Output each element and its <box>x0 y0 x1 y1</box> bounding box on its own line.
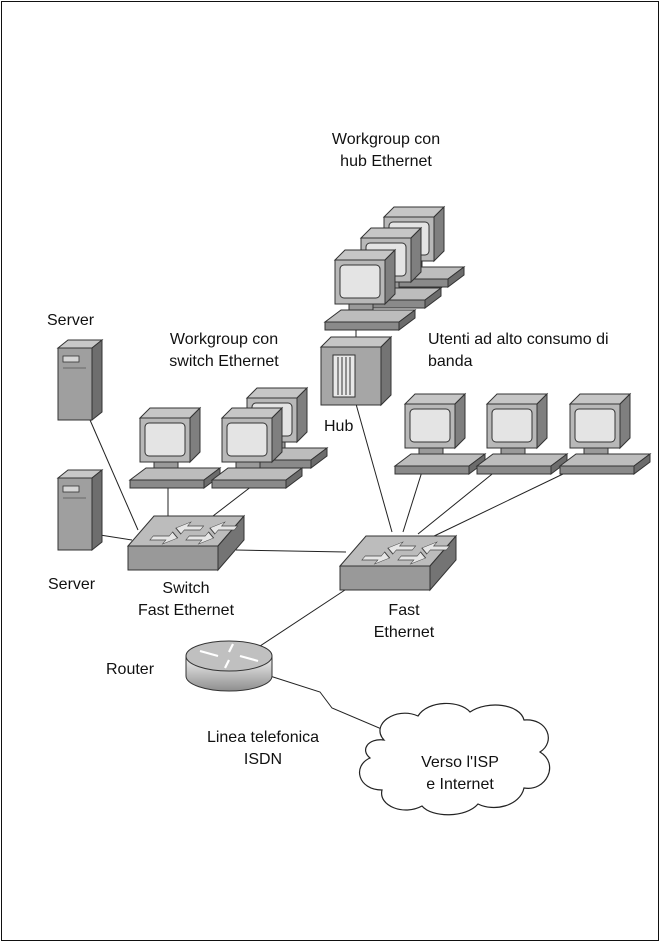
hub-workgroup <box>324 206 465 343</box>
link-server-top-switch <box>89 419 139 531</box>
fast-ethernet-switch-icon <box>339 535 457 591</box>
label-cloud-line2: e Internet <box>426 776 494 793</box>
router-icon <box>185 640 273 692</box>
label-workgroup-switch-line2: switch Ethernet <box>169 353 279 370</box>
server-bottom-icon <box>57 469 103 551</box>
link-fast-router <box>253 587 349 651</box>
label-switch-line2: Fast Ethernet <box>137 602 235 619</box>
internet-cloud-icon <box>359 702 551 816</box>
hub-icon <box>319 335 393 407</box>
label-high-bandwidth-line1: Utenti ad alto consumo di <box>428 331 609 348</box>
label-workgroup-hub-line1: Workgroup con <box>331 131 441 148</box>
label-fast-ethernet-line1: Fast <box>388 602 420 619</box>
label-isdn: Linea telefonica ISDN <box>207 727 319 771</box>
pc-switch-1 <box>129 407 221 489</box>
label-workgroup-switch-line1: Workgroup con <box>169 331 279 348</box>
label-router: Router <box>106 661 155 678</box>
label-workgroup-hub-line2: hub Ethernet <box>340 153 432 170</box>
pc-user-2 <box>476 393 568 475</box>
label-server-bottom: Server <box>48 576 96 593</box>
link-user3-fast <box>429 461 589 539</box>
switch-fast-ethernet-icon <box>127 515 245 571</box>
label-fast-ethernet: Fast Ethernet <box>374 600 434 644</box>
pc-user-1 <box>394 393 486 475</box>
server-top-icon <box>57 339 103 421</box>
high-bandwidth-users <box>394 393 651 475</box>
label-workgroup-switch: Workgroup con switch Ethernet <box>169 329 278 373</box>
pc-user-3 <box>559 393 651 475</box>
link-switch-fast <box>235 549 347 553</box>
label-cloud: Verso l'ISP e Internet <box>421 752 499 796</box>
label-high-bandwidth-line2: banda <box>428 353 473 370</box>
label-cloud-line1: Verso l'ISP <box>421 754 499 771</box>
label-server-top: Server <box>47 312 95 329</box>
label-isdn-line2: ISDN <box>243 751 283 768</box>
label-switch-line1: Switch <box>162 580 210 597</box>
label-switch: Switch Fast Ethernet <box>138 578 234 622</box>
connection-lines <box>89 403 589 731</box>
label-isdn-line1: Linea telefonica <box>206 729 320 746</box>
switch-workgroup <box>129 387 328 489</box>
label-high-bandwidth: Utenti ad alto consumo di banda <box>428 329 609 373</box>
label-workgroup-hub: Workgroup con hub Ethernet <box>332 129 440 173</box>
link-hub-fast <box>355 403 393 533</box>
label-fast-ethernet-line2: Ethernet <box>373 624 435 641</box>
link-server-bottom-switch <box>99 534 133 541</box>
label-hub: Hub <box>324 418 354 435</box>
isdn-line <box>269 675 385 731</box>
